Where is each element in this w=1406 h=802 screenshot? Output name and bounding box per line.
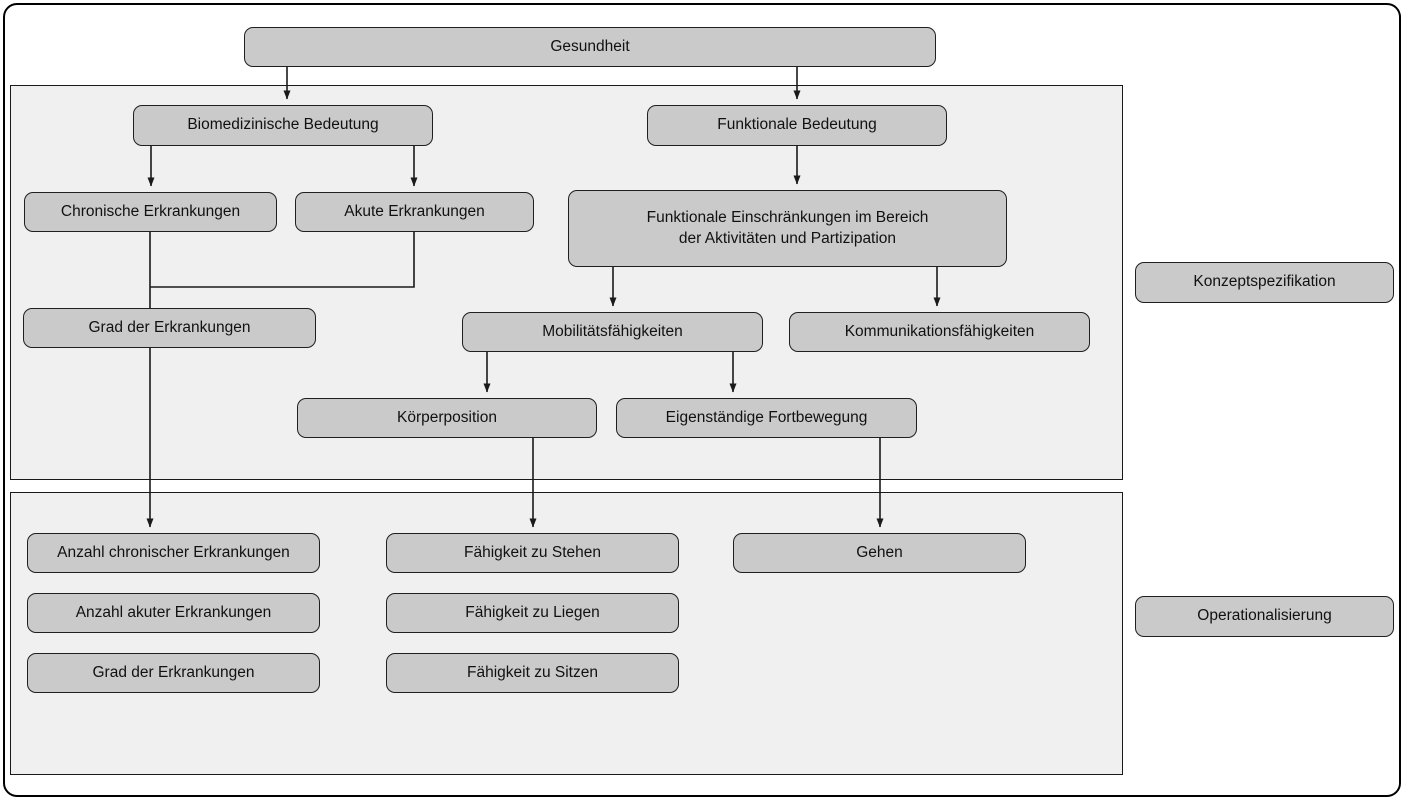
- node-biomedizinische-bedeutung: Biomedizinische Bedeutung: [133, 105, 433, 146]
- node-gesundheit: Gesundheit: [244, 27, 936, 67]
- node-chronische-erkrankungen: Chronische Erkrankungen: [24, 192, 277, 232]
- node-akute-erkrankungen: Akute Erkrankungen: [295, 192, 534, 232]
- node-eigenstaendige-fortbewegung: Eigenständige Fortbewegung: [616, 398, 917, 438]
- node-gehen: Gehen: [733, 533, 1026, 573]
- node-anzahl-akuter-erkrankungen: Anzahl akuter Erkrankungen: [27, 593, 320, 633]
- node-mobilitaetsfaehigkeiten: Mobilitätsfähigkeiten: [462, 312, 763, 352]
- node-grad-der-erkrankungen: Grad der Erkrankungen: [23, 308, 316, 348]
- node-kommunikationsfaehigkeiten: Kommunikationsfähigkeiten: [789, 312, 1090, 352]
- node-faehigkeit-zu-stehen: Fähigkeit zu Stehen: [386, 533, 679, 573]
- side-label-operationalisierung: Operationalisierung: [1135, 596, 1394, 637]
- node-faehigkeit-zu-sitzen: Fähigkeit zu Sitzen: [386, 653, 679, 693]
- node-koerperposition: Körperposition: [297, 398, 597, 438]
- node-anzahl-chronischer-erkrankungen: Anzahl chronischer Erkrankungen: [27, 533, 320, 573]
- node-grad-der-erkrankungen-2: Grad der Erkrankungen: [27, 653, 320, 693]
- side-label-konzeptspezifikation: Konzeptspezifikation: [1135, 262, 1394, 303]
- node-funktionale-einschraenkungen: Funktionale Einschränkungen im Bereich d…: [568, 190, 1007, 267]
- node-funktionale-bedeutung: Funktionale Bedeutung: [647, 105, 947, 146]
- node-faehigkeit-zu-liegen: Fähigkeit zu Liegen: [386, 593, 679, 633]
